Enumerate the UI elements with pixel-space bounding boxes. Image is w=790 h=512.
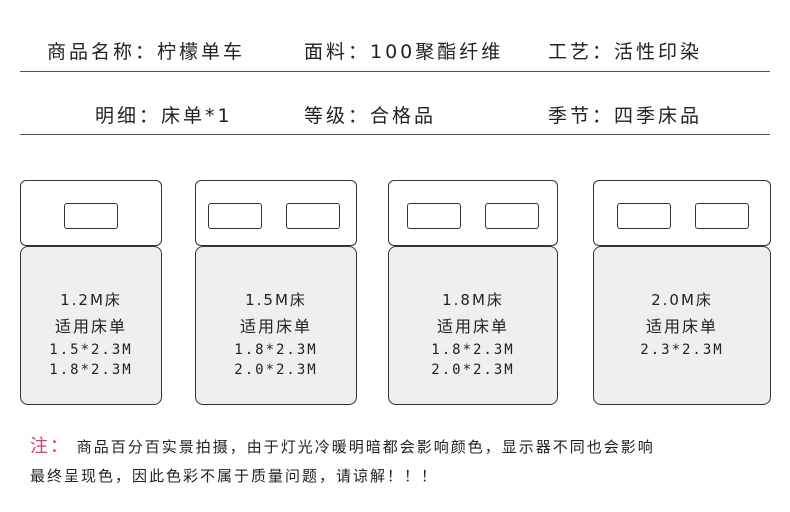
- bed-size: 1.2M床: [60, 291, 122, 309]
- note-text: 商品百分百实景拍摄，由于灯光冷暖明暗都会影响颜色，显示器不同也会影响: [76, 438, 655, 456]
- mattress: 2.0M床 适用床单 2.3*2.3M: [593, 246, 771, 405]
- sheet-label: 适用床单: [239, 317, 312, 336]
- mattress: 1.5M床 适用床单 1.8*2.3M 2.0*2.3M: [195, 246, 357, 405]
- sheet-size: 2.0*2.3M: [431, 362, 515, 378]
- note-label: 注：: [30, 436, 70, 457]
- craft-process: 工艺：活性印染: [548, 41, 703, 63]
- divider-bottom: [20, 134, 770, 135]
- sheet-size: 1.8*2.3M: [431, 342, 515, 358]
- pillow-icon: [286, 203, 340, 229]
- sheet-label: 适用床单: [436, 317, 509, 336]
- sheet-label: 适用床单: [645, 317, 718, 336]
- pillow-icon: [617, 203, 671, 229]
- headboard: [195, 180, 357, 246]
- sheet-size: 1.8*2.3M: [49, 362, 133, 378]
- bed-size: 1.8M床: [442, 291, 504, 309]
- sheet-size: 2.0*2.3M: [234, 362, 318, 378]
- pillow-icon: [695, 203, 749, 229]
- sheet-size: 2.3*2.3M: [640, 342, 724, 358]
- pillow-icon: [64, 203, 118, 229]
- product-name: 商品名称：柠檬单车: [47, 41, 246, 63]
- headboard: [593, 180, 771, 246]
- item-detail: 明细：床单*1: [95, 105, 233, 127]
- quality-grade: 等级：合格品: [304, 105, 437, 127]
- pillow-icon: [485, 203, 539, 229]
- sheet-size: 1.5*2.3M: [49, 342, 133, 358]
- disclaimer-line-2: 最终呈现色，因此色彩不属于质量问题，请谅解！！！: [30, 467, 439, 485]
- disclaimer-line-1: 注： 商品百分百实景拍摄，由于灯光冷暖明暗都会影响颜色，显示器不同也会影响: [30, 432, 655, 458]
- bed-size: 1.5M床: [245, 291, 307, 309]
- pillow-icon: [208, 203, 262, 229]
- season: 季节：四季床品: [548, 105, 703, 127]
- mattress: 1.2M床 适用床单 1.5*2.3M 1.8*2.3M: [20, 246, 162, 405]
- sheet-size: 1.8*2.3M: [234, 342, 318, 358]
- headboard: [20, 180, 162, 246]
- mattress: 1.8M床 适用床单 1.8*2.3M 2.0*2.3M: [388, 246, 558, 405]
- product-info-row-1: 商品名称：柠檬单车 面料：100聚酯纤维 工艺：活性印染: [0, 37, 790, 67]
- headboard: [388, 180, 558, 246]
- pillow-icon: [407, 203, 461, 229]
- fabric-material: 面料：100聚酯纤维: [304, 41, 504, 63]
- divider-top: [20, 71, 770, 72]
- product-info-row-2: 明细：床单*1 等级：合格品 季节：四季床品: [0, 101, 790, 131]
- sheet-label: 适用床单: [54, 317, 127, 336]
- bed-size: 2.0M床: [651, 291, 713, 309]
